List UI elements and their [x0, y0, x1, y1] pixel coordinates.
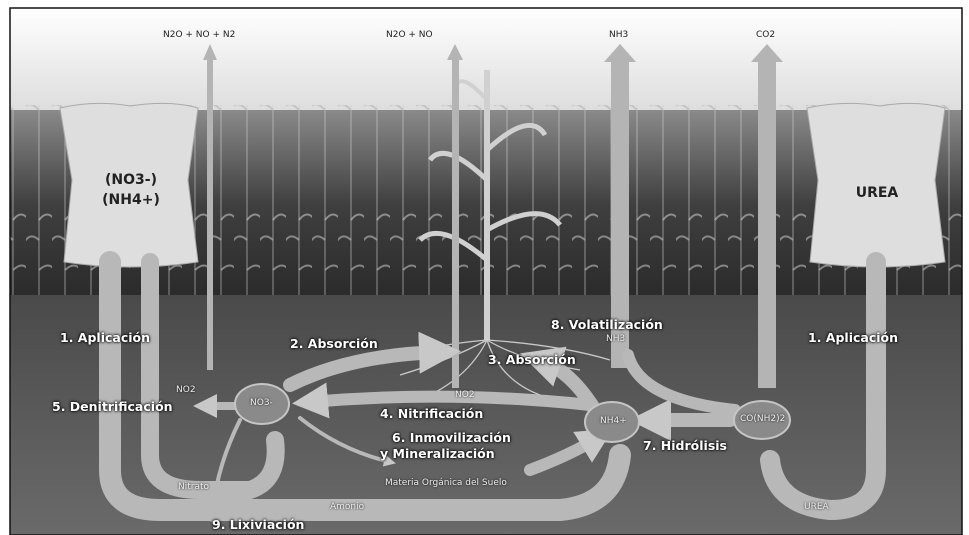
node-nh4-label: NH4+ [600, 416, 627, 426]
label-nitrificacion: 4. Nitrificación [380, 406, 483, 421]
flow-label-urea: UREA [804, 502, 829, 512]
label-lixiviacion: 9. Lixiviación [212, 517, 304, 532]
flow-label-nh3-small: NH3 [606, 334, 625, 344]
flow-label-materia: Materia Orgánica del Suelo [385, 478, 507, 488]
gas-label-co2: CO2 [756, 30, 775, 40]
gas-label-n2o-no-n2: N2O + NO + N2 [163, 30, 235, 40]
flow-label-amonio: Amonio [330, 502, 364, 512]
gas-label-nh3: NH3 [609, 30, 628, 40]
label-absorcion-3: 3. Absorción [488, 352, 576, 367]
right-bag-label: UREA [842, 185, 912, 201]
label-denitrificacion: 5. Denitrificación [52, 399, 173, 414]
label-volatilizacion: 8. Volatilización [551, 317, 663, 332]
left-bag-line2: (NH4+) [96, 192, 166, 208]
flow-label-no2-small: NO2 [455, 390, 475, 400]
label-inmovilizacion: 6. Inmovilización [392, 430, 511, 445]
left-bag-line1: (NO3-) [96, 172, 166, 188]
node-urea-label: CO(NH2)2 [740, 414, 785, 424]
label-absorcion-2: 2. Absorción [290, 336, 378, 351]
label-mineralizacion: y Mineralización [380, 446, 495, 461]
node-no3-label: NO3- [250, 398, 273, 408]
flow-label-no2: NO2 [176, 385, 196, 395]
gas-label-n2o-no: N2O + NO [386, 30, 433, 40]
label-aplicacion-right: 1. Aplicación [808, 330, 898, 345]
label-aplicacion-left: 1. Aplicación [60, 330, 150, 345]
label-hidrolisis: 7. Hidrólisis [643, 438, 727, 453]
flow-label-nitrato: Nitrato [178, 482, 209, 492]
